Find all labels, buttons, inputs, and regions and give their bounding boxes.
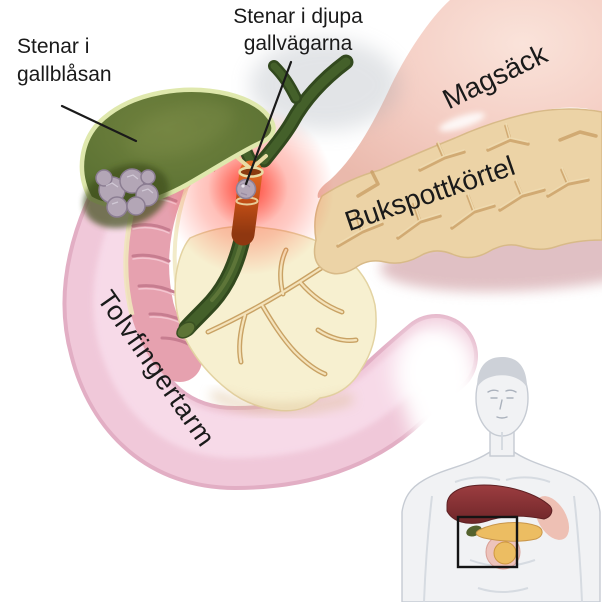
label-gallbladder-stones: Stenar i gallblåsan: [17, 33, 112, 89]
pointer-line-gallbladder: [60, 104, 138, 143]
inset-pancreas-head: [493, 541, 517, 565]
label-gallbladder-stones-line2: gallblåsan: [17, 63, 112, 86]
inset-pancreas: [475, 522, 543, 542]
label-deep-duct-stones-line2: gallvägarna: [243, 32, 353, 55]
stomach-shape: [317, 0, 602, 198]
pancreas-shape: [313, 108, 602, 275]
inset-face-features: [487, 389, 517, 419]
duodenum-shape: [62, 98, 478, 491]
inset-body-shading: [423, 432, 583, 602]
body-inset: [401, 357, 601, 602]
tube-fadeout: [394, 324, 490, 458]
pancreas-head-shadow: [210, 389, 354, 414]
pancreas-body-ducts: [336, 123, 598, 248]
pointer-lines: [60, 60, 293, 186]
label-deep-duct-stones: Stenar i djupa gallvägarna: [222, 3, 374, 57]
inset-liver: [446, 484, 553, 524]
inset-hair: [477, 357, 527, 388]
label-deep-duct-stones-line1: Stenar i djupa: [233, 5, 363, 28]
pointer-line-duct-stone: [244, 60, 293, 186]
inflamed-bile-duct: [231, 154, 268, 246]
label-gallbladder-stones-line1: Stenar i: [17, 35, 90, 58]
inset-focus-frame: [456, 515, 519, 569]
gallstones: [95, 168, 159, 218]
stomach-highlight: [439, 112, 485, 132]
